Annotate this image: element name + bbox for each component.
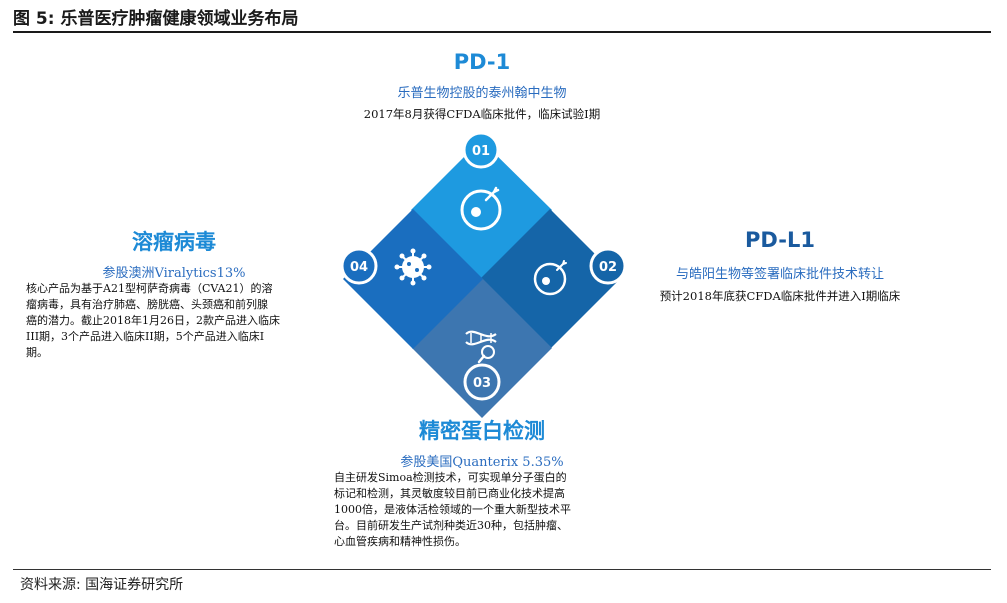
dna-magnifier-icon — [465, 330, 497, 364]
bottom-paragraph-line: 自主研发Simoa检测技术，可实现单分子蛋白的 — [334, 471, 567, 484]
left-paragraph: 核心产品为基于A21型柯萨奇病毒（CVA21）的溶 瘤病毒，具有治疗肺癌、膀胱癌… — [26, 281, 322, 361]
left-paragraph-line: 期。 — [26, 346, 48, 359]
bottom-rule — [13, 569, 991, 570]
badge-03: 03 — [463, 363, 501, 401]
badge-02-label: 02 — [599, 260, 617, 275]
left-subtitle: 参股澳洲Viralytics13% — [102, 266, 246, 281]
bottom-heading: 精密蛋白检测 — [419, 419, 545, 443]
bottom-paragraph-line: 心血管疾病和精神性损伤。 — [334, 535, 466, 548]
right-heading: PD-L1 — [745, 228, 815, 252]
badge-04: 04 — [340, 247, 378, 285]
top-heading: PD-1 — [453, 50, 511, 74]
virus-icon — [394, 248, 432, 286]
antibody-cell-icon — [460, 186, 502, 231]
badge-03-label: 03 — [473, 376, 491, 391]
bottom-paragraph-line: 1000倍，是液体活检领域的一个重大新型技术平 — [334, 503, 571, 516]
right-detail: 预计2018年底获CFDA临床批件并进入I期临床 — [659, 289, 901, 303]
badge-01-label: 01 — [472, 144, 490, 159]
left-paragraph-line: III期，3个产品进入临床II期，5个产品进入临床I — [26, 330, 265, 343]
antibody-cell-icon — [533, 260, 567, 296]
right-subtitle: 与皓阳生物等签署临床批件技术转让 — [675, 267, 884, 282]
left-heading: 溶瘤病毒 — [132, 230, 216, 254]
top-detail: 2017年8月获得CFDA临床批件，临床试验I期 — [363, 107, 601, 121]
figure-title: 图 5: 乐普医疗肿瘤健康领域业务布局 — [13, 9, 299, 29]
bottom-subtitle: 参股美国Quanterix 5.35% — [400, 455, 564, 470]
left-paragraph-line: 瘤病毒，具有治疗肺癌、膀胱癌、头颈癌和前列腺 — [26, 298, 268, 311]
source-note: 资料来源: 国海证券研究所 — [20, 577, 184, 593]
left-paragraph-line: 核心产品为基于A21型柯萨奇病毒（CVA21）的溶 — [26, 282, 273, 295]
top-subtitle: 乐普生物控股的泰州翰中生物 — [397, 86, 567, 101]
bottom-paragraph: 自主研发Simoa检测技术，可实现单分子蛋白的 标记和检测，其灵敏度较目前已商业… — [334, 470, 634, 550]
left-paragraph-line: 癌的潜力。截止2018年1月26日，2款产品进入临床 — [26, 314, 280, 327]
bottom-paragraph-line: 标记和检测，其灵敏度较目前已商业化技术提高 — [334, 487, 565, 500]
badge-04-label: 04 — [350, 260, 368, 275]
badge-01: 01 — [462, 131, 500, 169]
bottom-paragraph-line: 台。目前研发生产试剂种类近30种，包括肿瘤、 — [334, 519, 568, 532]
top-rule — [13, 31, 991, 33]
badge-02: 02 — [589, 247, 627, 285]
